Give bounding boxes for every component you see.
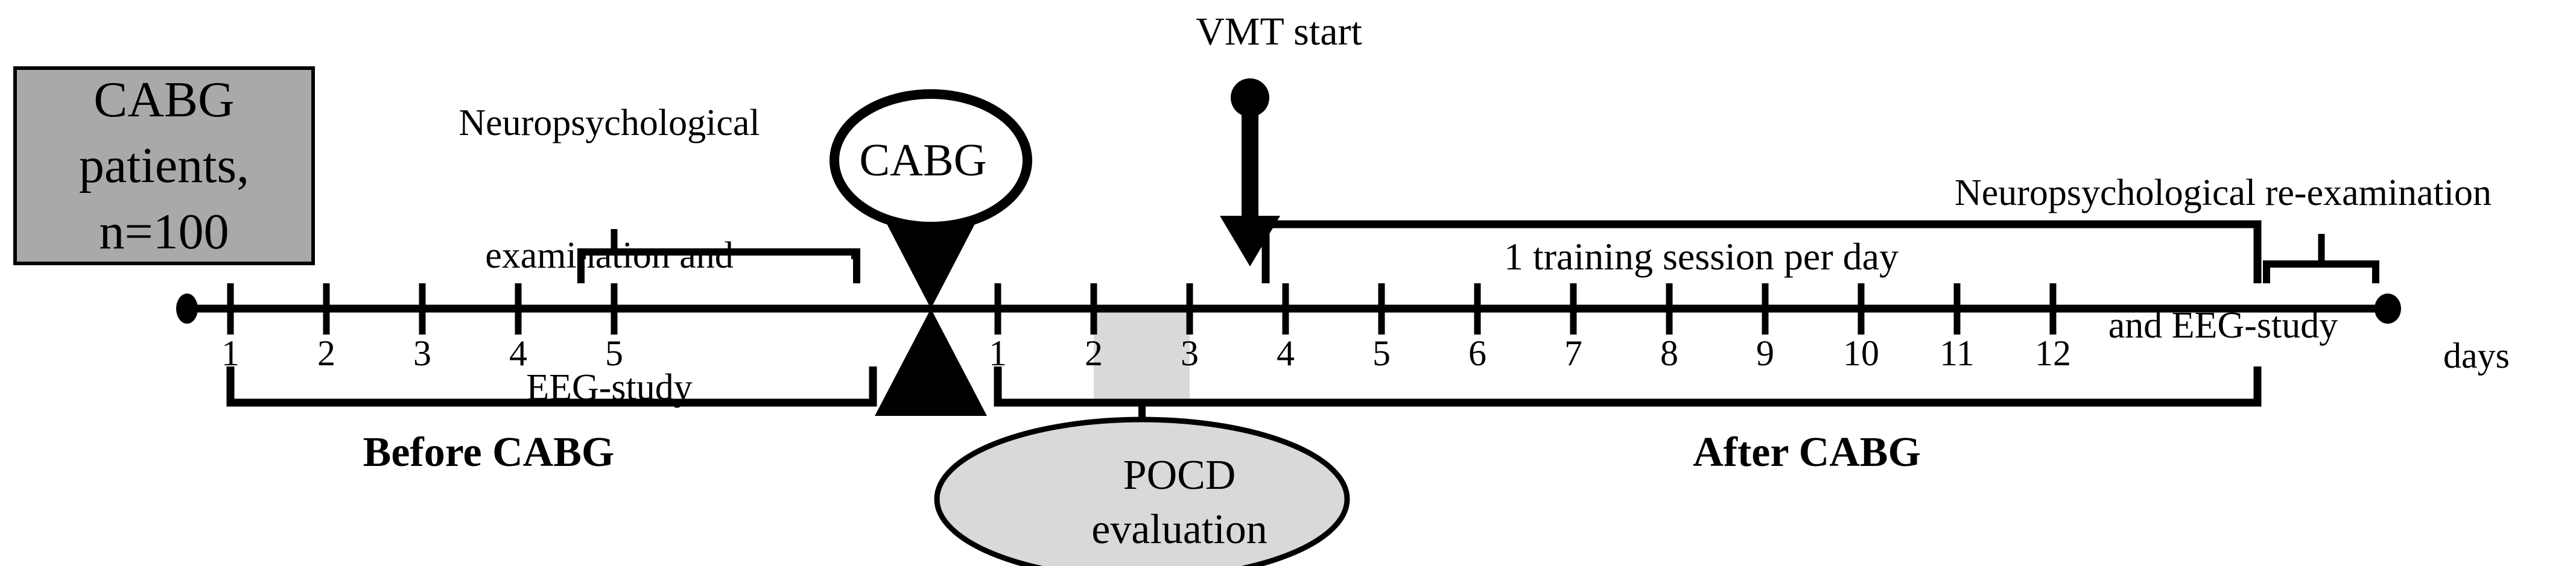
tick-label-before-3: 3	[413, 333, 431, 373]
axis-ticks-after	[994, 283, 2057, 335]
pocd-label-line-2: evaluation	[1091, 506, 1267, 553]
axis-unit-label: days	[2443, 336, 2510, 376]
vmt-start-label: VMT start	[1196, 10, 1362, 54]
axis-start-dot-icon	[176, 294, 198, 324]
cabg-event-ellipse	[830, 89, 1032, 231]
tick-label-after-9: 9	[1756, 333, 1774, 373]
tick-label-after-10: 10	[1843, 333, 1879, 373]
patient-cohort-box: CABG patients, n=100	[13, 66, 315, 265]
vmt-start-arrow-icon	[1220, 78, 1280, 266]
axis-end-dot-icon	[2375, 294, 2401, 324]
axis-ticks-before	[227, 283, 618, 335]
tick-label-after-6: 6	[1468, 333, 1486, 373]
pre-exam-label: Neuropsychological examination and EEG-s…	[458, 13, 760, 498]
tick-label-after-8: 8	[1660, 333, 1678, 373]
training-bracket	[1261, 220, 2262, 283]
re-exam-label-line-1: Neuropsychological re-examination	[1954, 172, 2492, 214]
patient-cohort-line-2: patients,	[78, 137, 250, 194]
tick-label-after-7: 7	[1564, 333, 1582, 373]
tick-label-before-5: 5	[605, 333, 623, 373]
tick-label-before-4: 4	[509, 333, 527, 373]
pre-exam-label-line-2: examination and	[485, 234, 734, 276]
tick-label-after-1: 1	[989, 333, 1007, 373]
tick-label-after-4: 4	[1277, 333, 1295, 373]
pocd-label-line-1: POCD	[1123, 452, 1236, 498]
pre-exam-label-line-3: EEG-study	[526, 367, 693, 409]
tick-label-after-2: 2	[1085, 333, 1103, 373]
after-cabg-label: After CABG	[1693, 429, 1921, 476]
re-exam-label-line-2: and EEG-study	[2108, 304, 2338, 346]
re-exam-label: Neuropsychological re-examination and EE…	[1955, 83, 2492, 436]
training-label: 1 training session per day	[1503, 235, 1899, 278]
tick-label-after-11: 11	[1940, 333, 1975, 373]
tick-label-after-3: 3	[1181, 333, 1199, 373]
tick-label-before-2: 2	[317, 333, 335, 373]
tick-label-before-1: 1	[221, 333, 240, 373]
cabg-event-label: CABG	[859, 135, 987, 186]
tick-label-after-5: 5	[1372, 333, 1391, 373]
re-exam-bracket	[2263, 234, 2379, 283]
before-cabg-label: Before CABG	[363, 429, 615, 476]
pocd-evaluation-ellipse	[934, 417, 1350, 566]
after-cabg-bracket	[994, 366, 2262, 407]
before-cabg-bracket	[226, 366, 877, 407]
patient-cohort-line-3: n=100	[99, 203, 229, 260]
pre-exam-label-line-1: Neuropsychological	[458, 102, 760, 144]
tick-label-after-12: 12	[2035, 333, 2071, 373]
pre-exam-bracket-arms	[577, 248, 860, 283]
pocd-shaded-band	[1094, 309, 1190, 403]
patient-cohort-line-1: CABG	[94, 72, 235, 128]
